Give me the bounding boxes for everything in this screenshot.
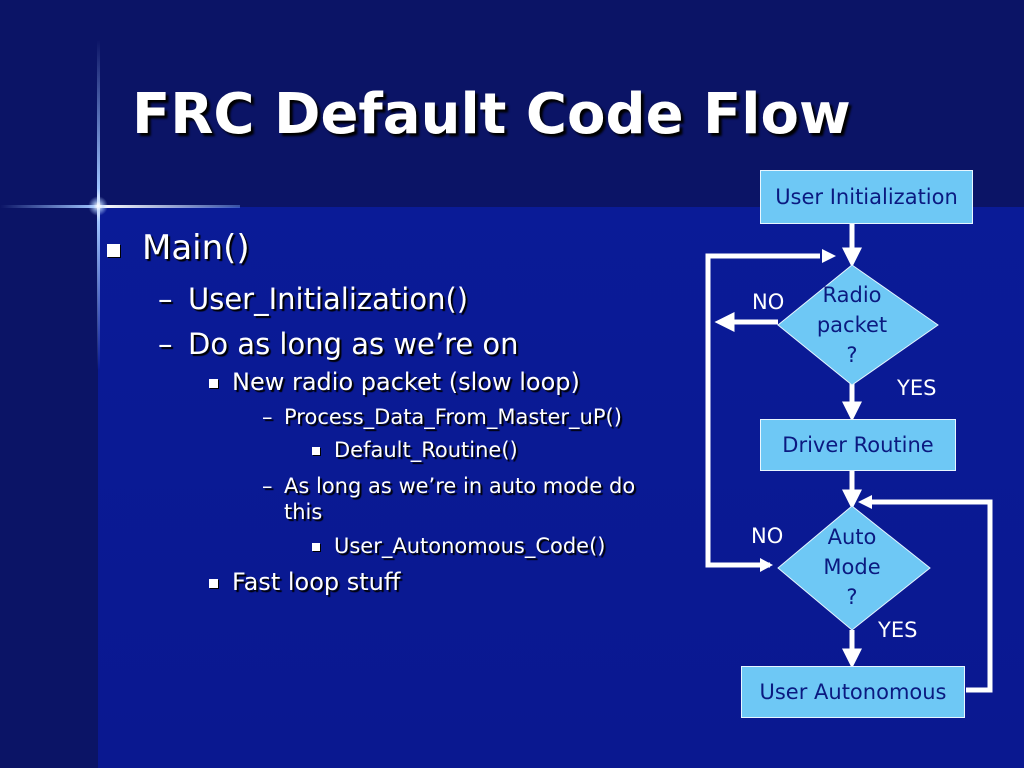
user-initialization-box: User Initialization	[760, 170, 973, 224]
bullet-default-routine: Default_Routine()	[334, 438, 518, 462]
auto-yes-label: YES	[878, 618, 918, 642]
dash-icon: –	[158, 282, 173, 316]
slide-title: FRC Default Code Flow	[132, 82, 851, 147]
radio-line-1: Radio	[822, 283, 882, 307]
light-flare-horizontal	[0, 205, 240, 208]
auto-line-3: ?	[846, 585, 858, 609]
auto-no-label: NO	[751, 524, 784, 548]
driver-routine-box: Driver Routine	[760, 419, 956, 471]
light-flare-center	[88, 196, 108, 216]
dash-icon: –	[262, 474, 273, 498]
bullet-auto-mode: As long as we’re in auto mode do	[284, 474, 636, 498]
bullet-fast-loop: Fast loop stuff	[232, 568, 401, 596]
auto-line-2: Mode	[823, 555, 881, 579]
radio-yes-label: YES	[897, 376, 937, 400]
bullet-square-icon	[107, 244, 120, 257]
bullet-square-icon	[312, 543, 320, 551]
bullet-main: Main()	[142, 228, 250, 268]
radio-line-2: packet	[816, 313, 888, 337]
auto-mode-label: Auto Mode ?	[802, 522, 902, 612]
background-left-band	[0, 207, 98, 768]
arrow-right-loop-end	[858, 495, 872, 509]
radio-packet-label: Radio packet ?	[800, 280, 904, 370]
dash-icon: –	[158, 327, 173, 361]
user-autonomous-box: User Autonomous	[741, 666, 965, 718]
radio-packet-diamond	[777, 264, 939, 386]
bullet-square-icon	[209, 379, 218, 388]
radio-line-3: ?	[846, 343, 858, 367]
connector-left-loop	[705, 253, 820, 568]
bullet-square-icon	[209, 579, 218, 588]
bullet-user-autonomous-code: User_Autonomous_Code()	[334, 534, 606, 558]
auto-line-1: Auto	[827, 525, 877, 549]
bullet-do-as-long: Do as long as we’re on	[188, 327, 519, 361]
bullet-user-initialization: User_Initialization()	[188, 282, 469, 316]
dash-icon: –	[262, 405, 273, 429]
arrow-loop-into-radio	[822, 249, 836, 263]
auto-mode-diamond	[777, 505, 931, 631]
radio-no-label: NO	[752, 290, 785, 314]
bullet-square-icon	[312, 447, 320, 455]
bullet-process-data: Process_Data_From_Master_uP()	[284, 405, 622, 429]
bullet-auto-mode-cont: this	[284, 500, 323, 524]
connector-right-loop	[870, 499, 993, 693]
arrow-left-loop-end	[760, 558, 773, 572]
bullet-new-radio-packet: New radio packet (slow loop)	[232, 368, 580, 396]
